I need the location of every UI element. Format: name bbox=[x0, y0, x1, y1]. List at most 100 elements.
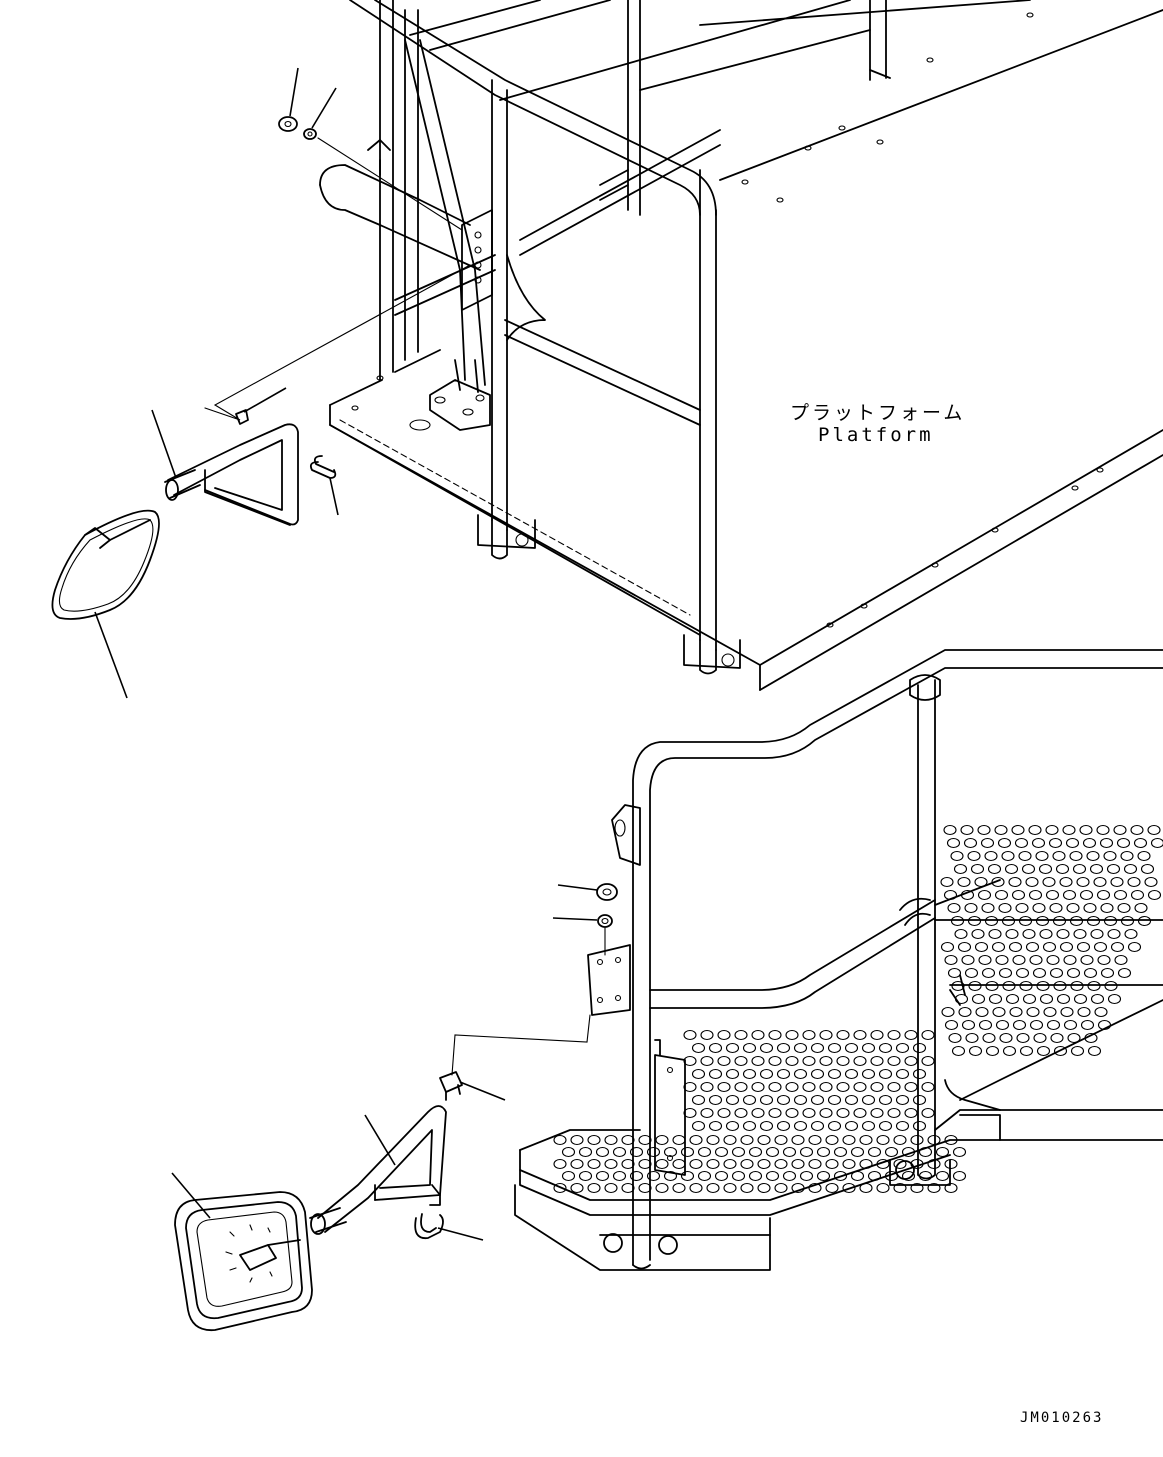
grating-hole bbox=[825, 1158, 839, 1170]
grating-hole bbox=[742, 1068, 757, 1080]
grating-hole bbox=[941, 1006, 955, 1018]
grating-hole bbox=[1008, 941, 1023, 953]
grating-hole bbox=[940, 876, 954, 888]
grating-hole bbox=[570, 1158, 584, 1170]
grating-hole bbox=[999, 1032, 1013, 1044]
grating-hole bbox=[870, 1081, 884, 1093]
grating-hole bbox=[1066, 902, 1080, 914]
grating-hole bbox=[689, 1158, 703, 1170]
grating-hole bbox=[816, 1170, 831, 1182]
grating-hole bbox=[1022, 928, 1036, 940]
grating-hole bbox=[948, 1032, 962, 1044]
grating-hole bbox=[967, 850, 981, 862]
grating-hole bbox=[988, 928, 1002, 940]
grating-hole bbox=[1137, 915, 1152, 927]
grating-hole bbox=[1012, 954, 1026, 966]
grating-hole bbox=[1063, 954, 1077, 966]
grating-hole bbox=[842, 1182, 856, 1194]
grating-hole bbox=[827, 1042, 842, 1054]
grating-hole bbox=[1015, 902, 1029, 914]
grating-hole bbox=[1094, 1006, 1108, 1018]
grating-hole bbox=[791, 1182, 805, 1194]
grating-hole bbox=[1080, 1019, 1095, 1031]
grating-hole bbox=[683, 1107, 697, 1119]
grating-hole bbox=[842, 1158, 856, 1170]
grating-hole bbox=[740, 1134, 754, 1146]
grating-hole bbox=[1060, 1006, 1074, 1018]
grating-hole bbox=[819, 1081, 833, 1093]
grating-hole bbox=[878, 1120, 893, 1132]
grating-hole bbox=[1103, 850, 1117, 862]
grating-hole bbox=[810, 1094, 825, 1106]
grating-hole bbox=[612, 1170, 627, 1182]
grating-hole bbox=[953, 863, 968, 875]
grating-hole bbox=[1073, 993, 1088, 1005]
grating-hole bbox=[734, 1107, 748, 1119]
grating-hole bbox=[1052, 915, 1067, 927]
grating-hole bbox=[1031, 837, 1046, 849]
grating-hole bbox=[861, 1068, 876, 1080]
lower-mirror-stay bbox=[309, 1105, 447, 1235]
grating-hole bbox=[844, 1042, 859, 1054]
grating-hole bbox=[1059, 941, 1074, 953]
grating-hole bbox=[850, 1170, 865, 1182]
grating-hole bbox=[893, 1158, 907, 1170]
grating-hole bbox=[827, 1094, 842, 1106]
grating-hole bbox=[819, 1029, 833, 1041]
grating-hole bbox=[706, 1158, 720, 1170]
grating-hole bbox=[1042, 876, 1056, 888]
grating-hole bbox=[1019, 1045, 1034, 1057]
grating-hole bbox=[1144, 876, 1158, 888]
grating-hole bbox=[901, 1146, 916, 1158]
grating-hole bbox=[1005, 993, 1020, 1005]
grating-hole bbox=[672, 1134, 686, 1146]
leader-line bbox=[94, 611, 128, 699]
grating-hole bbox=[1096, 824, 1110, 836]
grating-hole bbox=[981, 902, 995, 914]
grating-hole bbox=[1076, 941, 1091, 953]
grating-hole bbox=[1005, 928, 1019, 940]
grating-hole bbox=[700, 1107, 714, 1119]
grating-hole bbox=[887, 1055, 901, 1067]
grating-hole bbox=[971, 928, 985, 940]
grating-hole bbox=[1052, 850, 1066, 862]
grating-hole bbox=[850, 1146, 865, 1158]
grating-hole bbox=[751, 1107, 765, 1119]
grating-hole bbox=[714, 1146, 729, 1158]
grating-hole bbox=[759, 1042, 774, 1054]
grating-hole bbox=[1022, 993, 1037, 1005]
grating-hole bbox=[706, 1134, 720, 1146]
grating-hole bbox=[1120, 915, 1135, 927]
grating-hole bbox=[740, 1182, 754, 1194]
grating-hole bbox=[997, 837, 1012, 849]
grating-hole bbox=[1093, 941, 1108, 953]
grating-hole bbox=[991, 876, 1005, 888]
grating-hole bbox=[1036, 980, 1050, 992]
grating-hole bbox=[655, 1134, 669, 1146]
assembly-line bbox=[317, 137, 463, 231]
grating-hole bbox=[980, 837, 995, 849]
grating-hole bbox=[1080, 954, 1094, 966]
grating-hole bbox=[844, 1068, 859, 1080]
grating-hole bbox=[1059, 876, 1073, 888]
grating-hole bbox=[1011, 824, 1025, 836]
grating-hole bbox=[1107, 928, 1121, 940]
grating-hole bbox=[1056, 993, 1071, 1005]
grating-hole bbox=[774, 1182, 788, 1194]
grating-hole bbox=[768, 1055, 782, 1067]
grating-hole bbox=[799, 1146, 814, 1158]
grating-hole bbox=[970, 863, 985, 875]
grating-hole bbox=[827, 1120, 842, 1132]
grating-hole bbox=[998, 967, 1013, 979]
leader-line bbox=[289, 67, 299, 117]
grating-hole bbox=[1015, 967, 1030, 979]
grating-hole bbox=[553, 1182, 567, 1194]
grating-hole bbox=[876, 1182, 890, 1194]
grating-hole bbox=[878, 1068, 893, 1080]
leader-line bbox=[171, 1172, 211, 1219]
grating-hole bbox=[944, 954, 958, 966]
grating-hole bbox=[680, 1146, 695, 1158]
grating-hole bbox=[887, 1107, 901, 1119]
grating-hole bbox=[960, 889, 975, 901]
grating-hole bbox=[1104, 980, 1118, 992]
